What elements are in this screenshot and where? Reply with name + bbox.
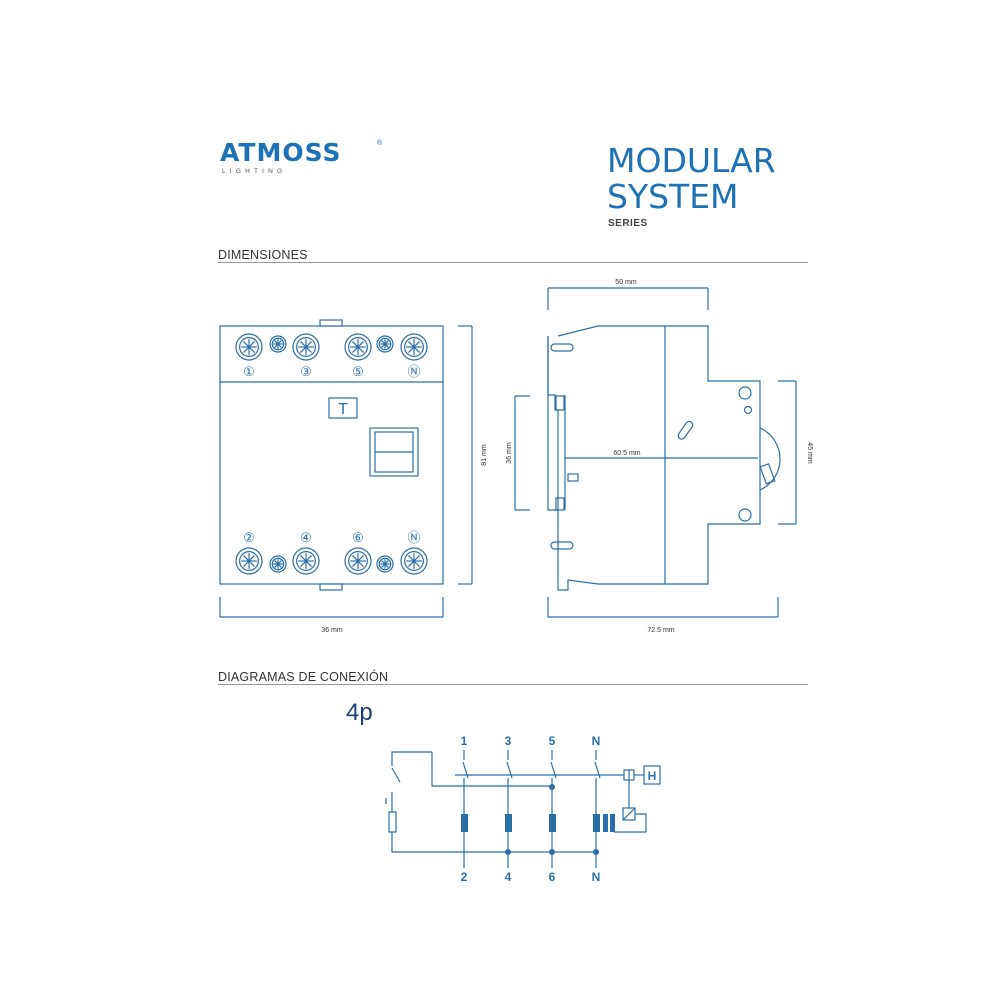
test-button-label: T	[338, 401, 348, 418]
pole-top-label-5: 5	[549, 734, 556, 748]
handle-label: H	[648, 769, 657, 783]
terminal-label-bottom-4: ④	[300, 530, 312, 545]
pole-top-label-3: 3	[505, 734, 512, 748]
logo-registered-mark: ®	[377, 140, 383, 147]
section-dimensions-title: DIMENSIONES	[218, 248, 308, 262]
terminal-small-screw-bottom-2	[376, 555, 394, 573]
terminal-screw-top-3	[344, 333, 372, 361]
terminal-screw-top-4	[400, 333, 428, 361]
logo-tagline: LIGHTING	[222, 168, 287, 175]
side-right-height-dimension: 45 mm	[806, 442, 813, 464]
pole-top-label-1: 1	[461, 734, 468, 748]
pole-bottom-label-4: 4	[505, 870, 512, 884]
series-label: SERIES	[608, 218, 648, 229]
terminal-small-screw-top-1	[269, 335, 287, 353]
terminal-label-top-1: ①	[243, 364, 255, 379]
terminal-label-top-n: Ⓝ	[407, 364, 420, 379]
terminal-small-screw-top-2	[376, 335, 394, 353]
side-top-width-dimension: 50 mm	[615, 279, 637, 286]
terminal-label-top-5: ⑤	[352, 364, 364, 379]
terminal-screw-top-2	[292, 333, 320, 361]
side-rail-dimension: 36 mm	[506, 442, 513, 464]
pole-label: 4p	[346, 699, 373, 726]
front-height-dimension: 81 mm	[481, 444, 488, 466]
side-view-drawing: 50 mm 36 mm 60.5 mm 45 mm 72.5 mm	[506, 279, 813, 634]
brand-logo: ATMOSS ® LIGHTING	[220, 138, 395, 183]
terminal-label-bottom-2: ②	[243, 530, 255, 545]
side-total-depth-dimension: 72.5 mm	[647, 627, 674, 634]
pole-bottom-label-n: N	[592, 870, 601, 884]
terminal-label-top-3: ③	[300, 364, 312, 379]
connection-diagram: 1 3 5 N 2 4 6 N H	[385, 734, 661, 884]
terminal-screw-bottom-1	[235, 547, 263, 575]
pole-top-label-n: N	[592, 734, 601, 748]
terminal-label-bottom-n: Ⓝ	[407, 530, 420, 545]
front-width-dimension: 36 mm	[321, 627, 343, 634]
title-line-1: MODULAR	[607, 141, 776, 180]
pole-bottom-label-2: 2	[461, 870, 468, 884]
terminal-screw-top-1	[235, 333, 263, 361]
section-connection: DIAGRAMAS DE CONEXIÓN	[218, 668, 808, 685]
pole-bottom-label-6: 6	[549, 870, 556, 884]
terminal-label-bottom-6: ⑥	[352, 530, 364, 545]
section-dimensions: DIMENSIONES	[218, 246, 808, 263]
terminal-screw-bottom-4	[400, 547, 428, 575]
terminal-screw-bottom-2	[292, 547, 320, 575]
terminal-small-screw-bottom-1	[269, 555, 287, 573]
front-view-drawing: T ① ③ ⑤ Ⓝ ② ④ ⑥ Ⓝ 81 mm 36 mm	[219, 319, 488, 634]
page-title: MODULAR SYSTEM	[607, 143, 776, 215]
section-connection-title: DIAGRAMAS DE CONEXIÓN	[218, 670, 389, 684]
logo-wordmark: ATMOSS	[220, 138, 342, 167]
title-line-2: SYSTEM	[607, 177, 739, 216]
side-depth-dimension: 60.5 mm	[613, 450, 640, 457]
terminal-screw-bottom-3	[344, 547, 372, 575]
